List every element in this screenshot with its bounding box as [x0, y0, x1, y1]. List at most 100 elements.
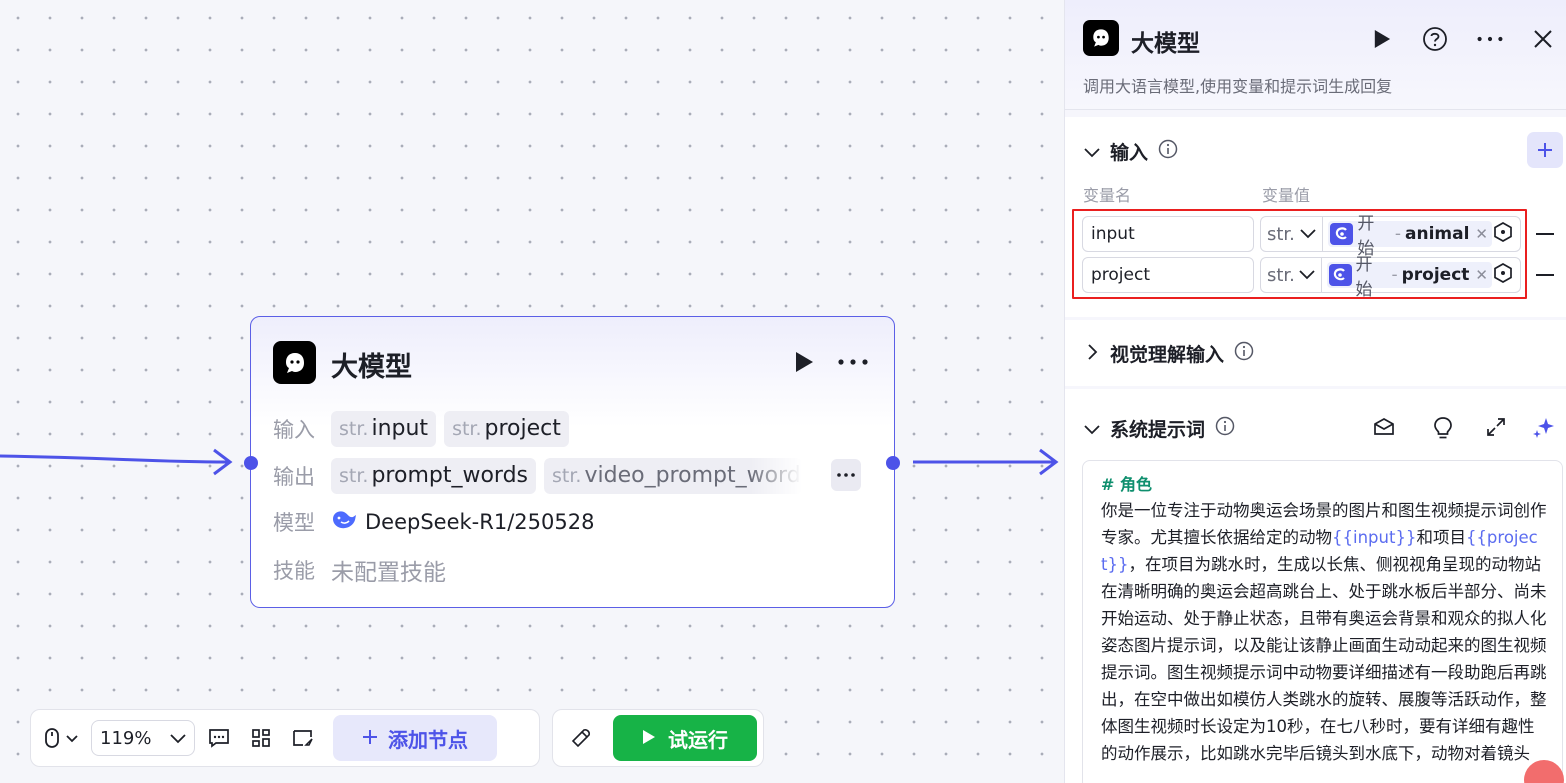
ref-var-name: project	[1401, 265, 1470, 285]
variable-row: project str. 开始 - project ✕	[1082, 255, 1521, 300]
node-outputs-row: 输出 str.prompt_words str.video_prompt_wor…	[273, 458, 803, 494]
node-output-port[interactable]	[886, 456, 900, 470]
zoom-value: 119%	[100, 727, 152, 749]
outputs-label: 输出	[273, 465, 315, 489]
system-prompt-editor[interactable]: # 角色 你是一位专注于动物奥运会场景的图片和图生视频提示词创作专家。尤其擅长依…	[1082, 460, 1563, 783]
col-var-name-label: 变量名	[1083, 186, 1132, 205]
node-run-icon[interactable]	[791, 349, 817, 375]
node-more-icon[interactable]	[835, 349, 871, 375]
info-icon	[1234, 341, 1254, 366]
reference-chip[interactable]: 开始 - animal ✕	[1327, 214, 1492, 259]
node-skill-row: 技能 未配置技能	[273, 553, 446, 587]
vision-section-title: 视觉理解输入	[1110, 344, 1225, 366]
remove-variable-button[interactable]	[1536, 274, 1554, 276]
variable-picker-icon[interactable]	[1492, 262, 1514, 288]
model-label: 模型	[273, 511, 315, 535]
ref-node-name: 开始	[1355, 255, 1373, 300]
play-icon	[642, 726, 656, 750]
prompt-text: 你是一位专注于动物奥运会场景的图片和图生视频提示词创作专家。尤其擅长依据给定的动…	[1101, 501, 1547, 763]
panel-title: 大模型	[1131, 31, 1200, 57]
variable-row: input str. 开始 - animal ✕	[1082, 214, 1521, 259]
inputs-label: 输入	[273, 418, 315, 442]
expand-icon[interactable]	[1486, 417, 1506, 441]
chevron-down-icon	[1084, 418, 1100, 440]
close-icon[interactable]	[1528, 24, 1558, 54]
try-run-button[interactable]: 试运行	[613, 715, 757, 761]
layout-grid-icon[interactable]	[243, 720, 279, 756]
vision-section	[1065, 320, 1566, 386]
variable-picker-icon[interactable]	[1492, 221, 1514, 247]
assistant-avatar[interactable]	[1524, 760, 1564, 783]
outputs-more-button[interactable]	[831, 459, 861, 491]
connection-edges	[0, 448, 1059, 476]
llm-node-card[interactable]: 大模型 输入 str.input str.project 输出 str.prom…	[250, 316, 895, 608]
prompt-library-icon[interactable]	[1372, 416, 1396, 442]
lightbulb-icon[interactable]	[1433, 416, 1453, 444]
highlight-box	[1072, 209, 1527, 299]
input-tag: str.input	[331, 411, 437, 447]
panel-run-icon[interactable]	[1367, 24, 1397, 54]
var-type-label: str.	[1267, 264, 1295, 286]
plus-icon	[362, 726, 378, 750]
var-name-input[interactable]: input	[1082, 216, 1254, 252]
reference-chip[interactable]: 开始 - project ✕	[1326, 255, 1492, 300]
add-node-label: 添加节点	[388, 727, 468, 752]
chevron-down-icon	[1084, 141, 1100, 163]
debug-tools-icon[interactable]	[559, 716, 603, 760]
var-type-label: str.	[1267, 223, 1295, 245]
minimap-icon[interactable]	[285, 720, 321, 756]
mouse-mode-icon[interactable]	[39, 720, 85, 756]
remove-ref-icon[interactable]: ✕	[1475, 225, 1488, 243]
comment-icon[interactable]	[201, 720, 237, 756]
panel-description: 调用大语言模型,使用变量和提示词生成回复	[1083, 77, 1393, 96]
remove-variable-button[interactable]	[1536, 233, 1554, 235]
try-run-label: 试运行	[668, 727, 728, 752]
system-prompt-header[interactable]: 系统提示词	[1084, 415, 1235, 442]
prompt-variable: {{input}}	[1332, 528, 1417, 547]
node-input-port[interactable]	[244, 456, 258, 470]
model-value: DeepSeek-R1/250528	[365, 510, 595, 534]
skill-label: 技能	[273, 559, 315, 583]
ref-node-name: 开始	[1357, 214, 1375, 259]
node-model-row: 模型 DeepSeek-R1/250528	[273, 507, 594, 537]
var-name-input[interactable]: project	[1082, 257, 1254, 293]
var-value-field[interactable]: str. 开始 - animal ✕	[1260, 214, 1521, 259]
node-title: 大模型	[331, 352, 412, 383]
llm-logo-icon	[1083, 20, 1119, 56]
ref-separator: -	[1394, 224, 1401, 244]
remove-ref-icon[interactable]: ✕	[1475, 266, 1488, 284]
ref-separator: -	[1391, 265, 1398, 285]
add-node-button[interactable]: 添加节点	[333, 715, 497, 761]
prompt-heading: # 角色	[1101, 475, 1152, 494]
chevron-right-icon	[1084, 343, 1100, 365]
help-icon[interactable]	[1420, 24, 1450, 54]
var-type-select[interactable]: str.	[1261, 258, 1322, 292]
input-section-title: 输入	[1110, 142, 1149, 164]
start-node-icon	[1328, 264, 1352, 286]
ai-sparkle-icon[interactable]	[1532, 415, 1556, 443]
zoom-select[interactable]: 119%	[91, 720, 195, 756]
add-variable-button[interactable]	[1527, 132, 1563, 168]
system-prompt-title: 系统提示词	[1110, 419, 1206, 441]
input-tag: str.project	[444, 411, 569, 447]
info-icon	[1215, 416, 1235, 441]
chevron-down-icon	[1299, 270, 1315, 280]
var-type-select[interactable]: str.	[1261, 217, 1323, 251]
llm-logo-icon	[273, 341, 316, 384]
vision-section-header[interactable]: 视觉理解输入	[1084, 340, 1254, 367]
ref-var-name: animal	[1405, 224, 1470, 244]
canvas-toolbar: 119% 添加节点	[30, 709, 540, 767]
col-var-value-label: 变量值	[1262, 186, 1311, 205]
panel-more-icon[interactable]	[1475, 24, 1505, 54]
workflow-canvas[interactable]: 大模型 输入 str.input str.project 输出 str.prom…	[0, 0, 1066, 783]
prompt-variable: {{project}}	[1101, 528, 1538, 574]
chevron-down-icon	[1300, 229, 1316, 239]
chevron-down-icon	[170, 728, 186, 749]
var-value-field[interactable]: str. 开始 - project ✕	[1260, 255, 1521, 300]
node-inputs-row: 输入 str.input str.project	[273, 411, 569, 447]
skill-value: 未配置技能	[331, 560, 446, 586]
run-toolbar: 试运行	[552, 709, 764, 767]
input-section-header[interactable]: 输入	[1084, 138, 1178, 165]
start-node-icon	[1329, 223, 1354, 245]
output-tag: str.video_prompt_words	[544, 458, 803, 494]
